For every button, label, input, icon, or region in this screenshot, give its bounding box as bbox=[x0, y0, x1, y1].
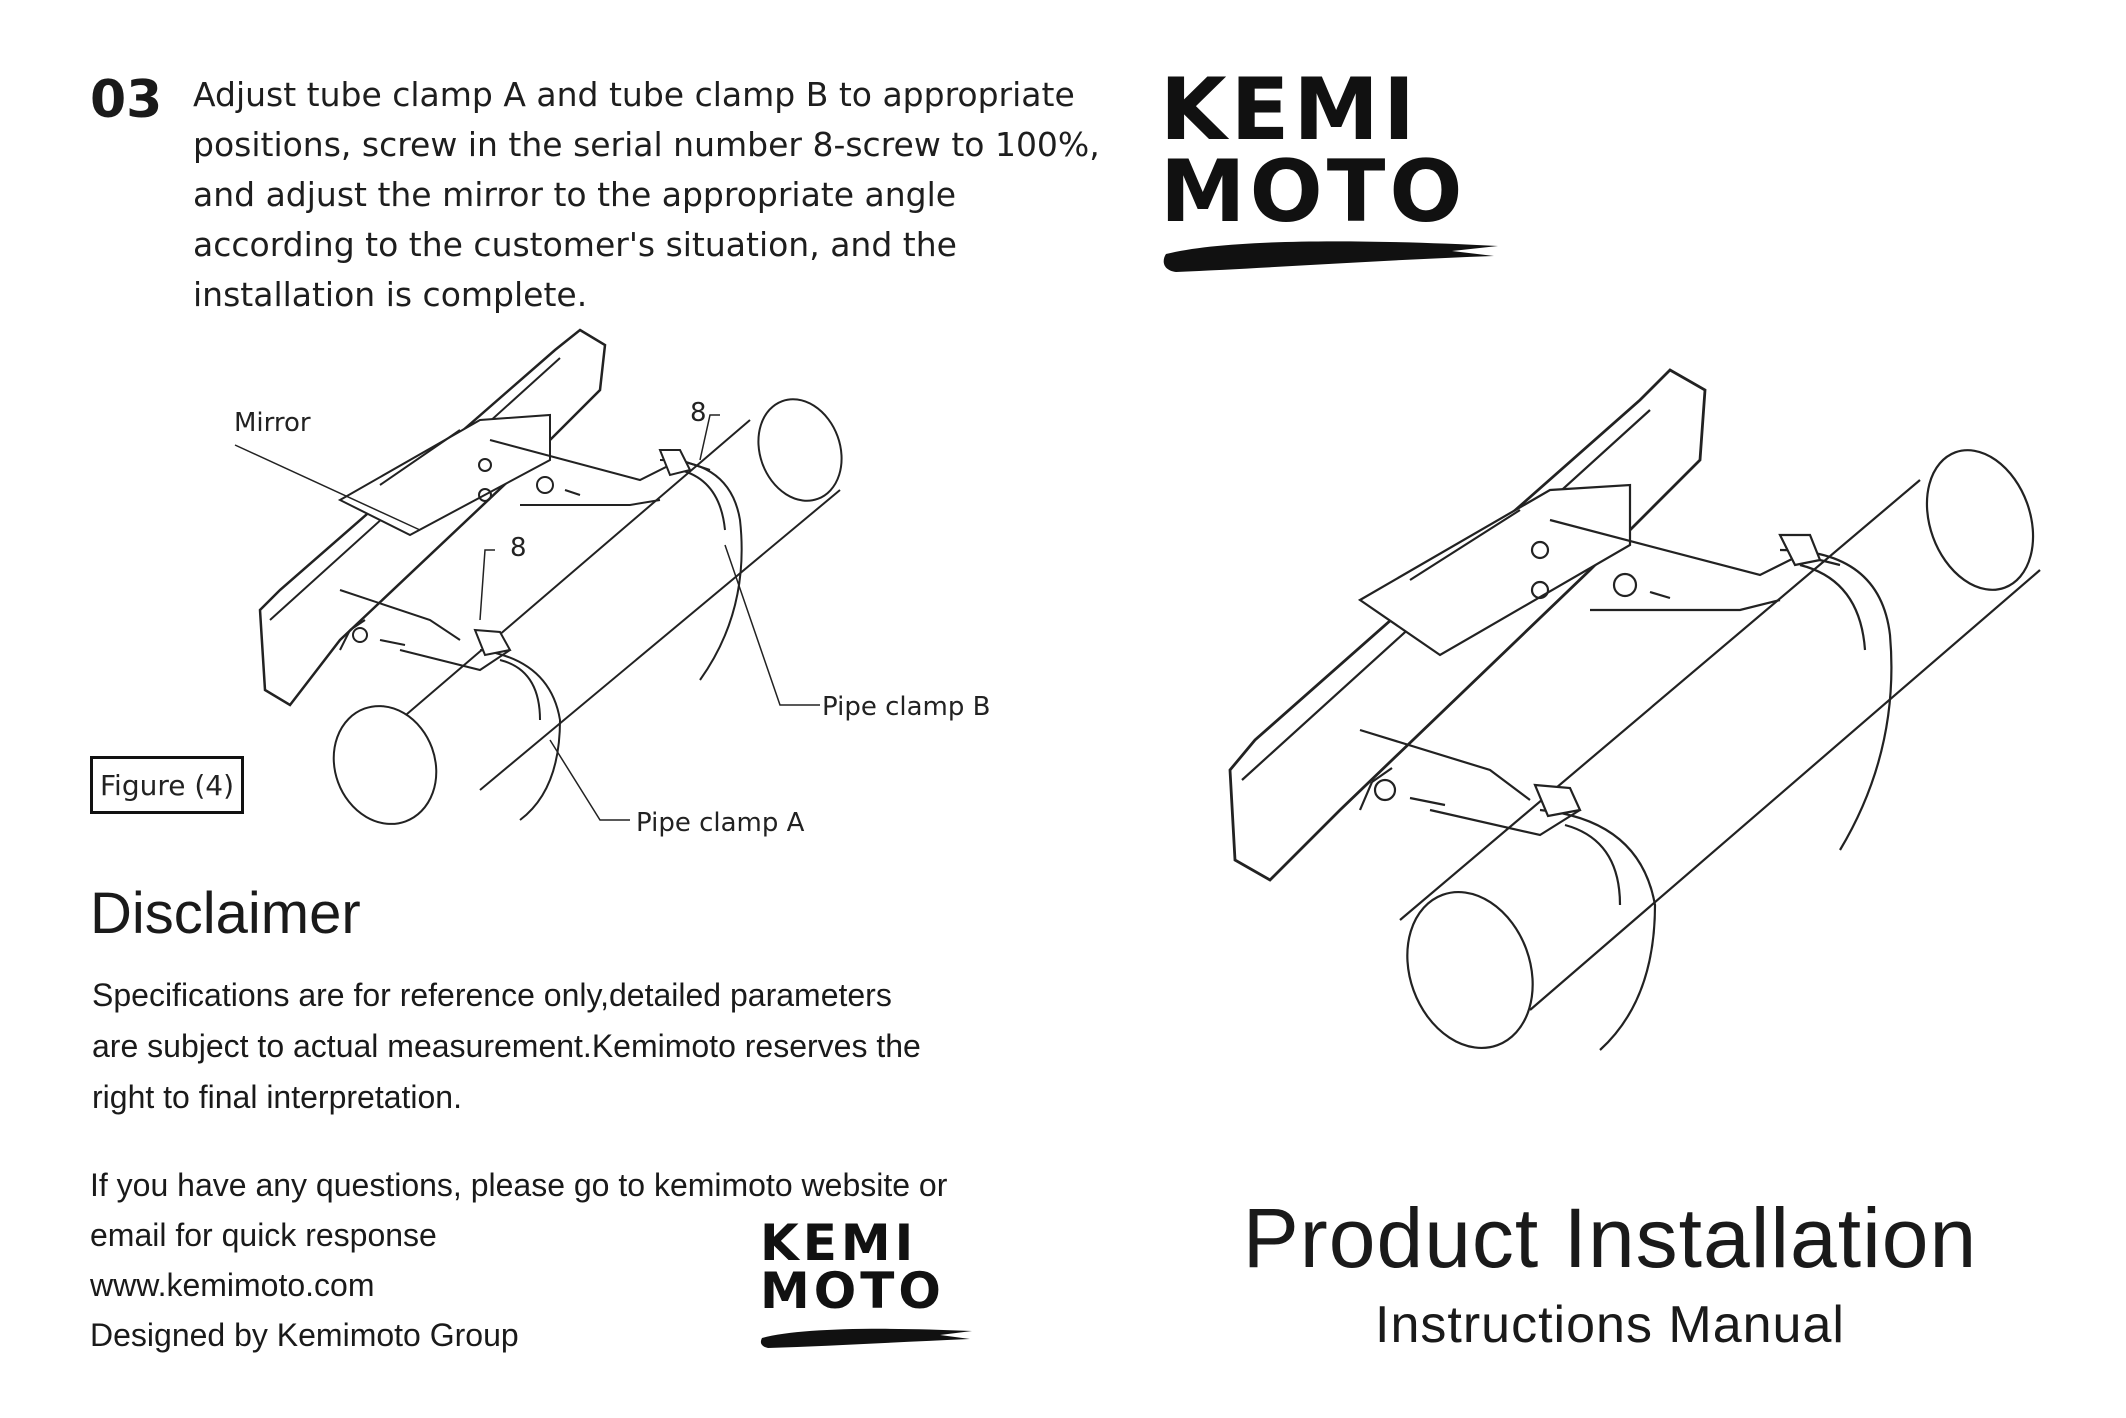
pipe-illustration bbox=[332, 398, 843, 825]
figure-caption: Figure (4) bbox=[90, 756, 244, 814]
screw-label-bottom: 8 bbox=[510, 533, 527, 563]
pipe-illustration bbox=[1399, 449, 2041, 1050]
mirror-label: Mirror bbox=[234, 408, 311, 438]
disclaimer-text: Specifications are for reference only,de… bbox=[92, 970, 1012, 1123]
screw-label-top: 8 bbox=[690, 398, 707, 428]
website-link[interactable]: www.kemimoto.com bbox=[90, 1267, 375, 1303]
product-title: Product Installation bbox=[1242, 1191, 1978, 1285]
logo-line: MOTO bbox=[760, 1261, 945, 1320]
brush-stroke-small bbox=[760, 1328, 972, 1348]
step-line: Adjust tube clamp A and tube clamp B to … bbox=[193, 75, 1075, 114]
pipe-clamp-b-label: Pipe clamp B bbox=[822, 692, 991, 722]
clamp-illustration bbox=[339, 439, 743, 821]
contact-line: If you have any questions, please go to … bbox=[90, 1167, 948, 1203]
clamp-illustration bbox=[1358, 518, 1893, 1051]
diagram-leader-lines bbox=[234, 414, 820, 821]
contact-line: email for quick response bbox=[90, 1217, 437, 1253]
step-line: positions, screw in the serial number 8-… bbox=[193, 125, 1100, 164]
contact-line: Designed by Kemimoto Group bbox=[90, 1317, 519, 1353]
step-instructions: Adjust tube clamp A and tube clamp B to … bbox=[193, 70, 1100, 320]
step-line: according to the customer's situation, a… bbox=[193, 225, 957, 264]
disclaimer-line: right to final interpretation. bbox=[92, 1079, 462, 1115]
installation-diagram-small bbox=[234, 328, 843, 825]
logo-line: MOTO bbox=[1160, 141, 1467, 242]
logo-line: KEMI bbox=[760, 1214, 918, 1272]
disclaimer-line: Specifications are for reference only,de… bbox=[92, 977, 892, 1013]
step-line: installation is complete. bbox=[193, 275, 588, 314]
brand-logo-large: KEMI MOTO bbox=[1160, 60, 1467, 242]
disclaimer-line: are subject to actual measurement.Kemimo… bbox=[92, 1028, 921, 1064]
installation-diagram-large bbox=[1228, 368, 2041, 1051]
pipe-clamp-a-label: Pipe clamp A bbox=[636, 808, 805, 838]
logo-line: KEMI bbox=[1160, 60, 1419, 160]
step-line: and adjust the mirror to the appropriate… bbox=[193, 175, 957, 214]
contact-info: If you have any questions, please go to … bbox=[90, 1160, 947, 1360]
mirror-illustration bbox=[258, 328, 607, 707]
brush-stroke-large bbox=[1163, 241, 1498, 272]
mirror-illustration bbox=[1228, 368, 1707, 882]
product-subtitle: Instructions Manual bbox=[1375, 1296, 1845, 1354]
step-number: 03 bbox=[90, 70, 163, 130]
disclaimer-title: Disclaimer bbox=[90, 881, 361, 946]
brand-logo-small: KEMI MOTO bbox=[760, 1214, 945, 1320]
